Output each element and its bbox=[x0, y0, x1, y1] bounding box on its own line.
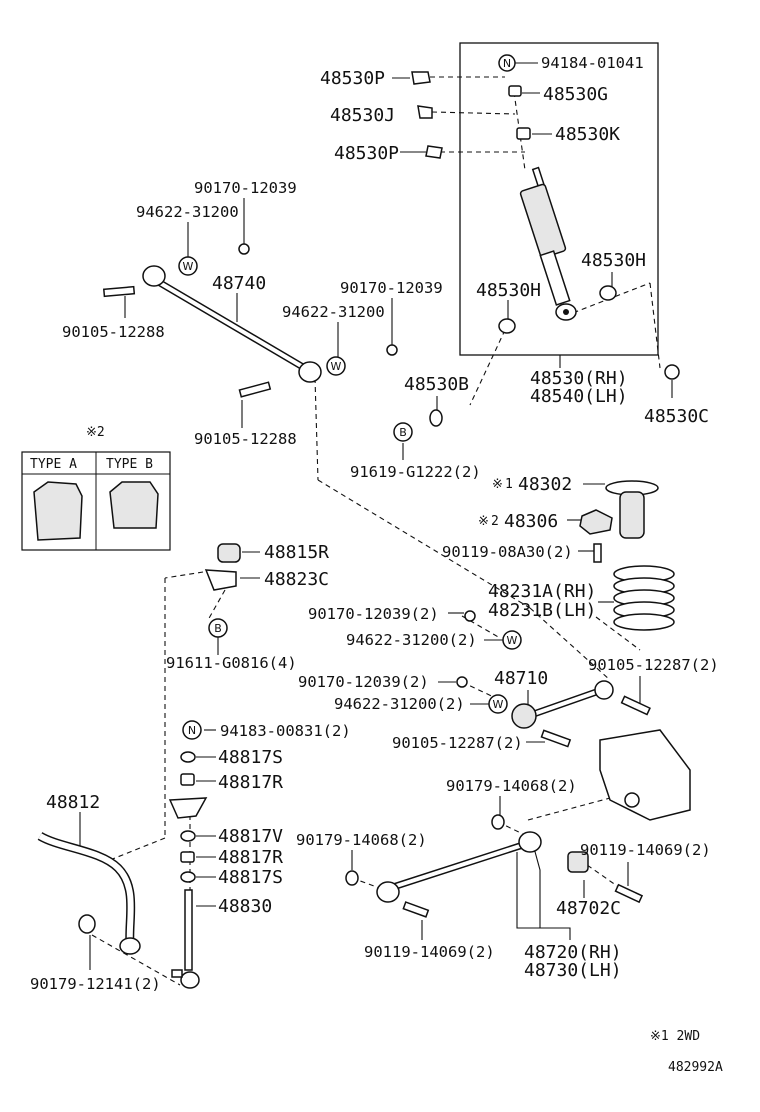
callout-48530-rh: 48530(RH) bbox=[530, 368, 628, 389]
callout-94622-31200: 94622-31200(2) bbox=[334, 695, 465, 713]
callout-94184-01041: 94184-01041 bbox=[541, 54, 644, 72]
coil-spring bbox=[613, 565, 675, 631]
note-mark: ※ bbox=[478, 514, 489, 529]
note-number: 1 bbox=[505, 477, 513, 492]
type-b-bumper-icon bbox=[109, 481, 159, 529]
callout-48302: ※ 1 48302 bbox=[492, 474, 572, 495]
stabilizer-bar-48812 bbox=[37, 832, 183, 978]
callout-48530G: 48530G bbox=[543, 84, 608, 105]
callout-90105-12288: 90105-12288 bbox=[194, 430, 297, 448]
shock-absorber bbox=[519, 166, 577, 321]
callout-48530P: 48530P bbox=[334, 143, 399, 164]
callout-91611-G0816: 91611-G0816(4) bbox=[166, 654, 297, 672]
circle-B-marker: B bbox=[214, 622, 222, 635]
callout-48530B: 48530B bbox=[404, 374, 469, 395]
note-mark: ※ bbox=[492, 477, 503, 492]
shock-top-parts bbox=[393, 54, 680, 442]
callout-48540-lh: 48540(LH) bbox=[530, 386, 628, 407]
circle-N-marker: N bbox=[503, 57, 511, 70]
callout-90170-12039: 90170-12039 bbox=[194, 179, 297, 197]
circle-N-marker: N bbox=[188, 724, 196, 737]
callout-48306-text: 48306 bbox=[504, 511, 558, 532]
callout-48530H: 48530H bbox=[476, 280, 541, 301]
circle-markers: N W W B B W W N bbox=[183, 57, 518, 737]
type-a-bumper-icon bbox=[33, 481, 83, 541]
type-b-label: TYPE B bbox=[106, 457, 153, 472]
callout-91619-G1222: 91619-G1222(2) bbox=[350, 463, 481, 481]
axle-housing bbox=[599, 729, 691, 821]
footer-note: ※1 2WD bbox=[650, 1029, 700, 1044]
callout-48812: 48812 bbox=[46, 792, 100, 813]
circle-B-marker: B bbox=[399, 426, 407, 439]
callout-90179-14068: 90179-14068(2) bbox=[446, 777, 577, 795]
callout-48815R: 48815R bbox=[264, 542, 329, 563]
callout-90119-14069: 90119-14069(2) bbox=[364, 943, 495, 961]
circle-W-marker: W bbox=[507, 634, 518, 647]
callout-48740: 48740 bbox=[212, 273, 266, 294]
callout-48830: 48830 bbox=[218, 896, 272, 917]
callout-48817S: 48817S bbox=[218, 747, 283, 768]
callout-90105-12287: 90105-12287(2) bbox=[392, 734, 523, 752]
callout-90105-12287: 90105-12287(2) bbox=[588, 656, 719, 674]
callout-94622-31200: 94622-31200 bbox=[282, 303, 385, 321]
callout-90119-08A30: 90119-08A30(2) bbox=[442, 543, 573, 561]
callout-90179-12141: 90179-12141(2) bbox=[30, 975, 161, 993]
stabilizer-bushing bbox=[204, 543, 241, 638]
callout-90179-14068: 90179-14068(2) bbox=[296, 831, 427, 849]
leader-lines bbox=[79, 62, 673, 970]
callout-48720-rh: 48720(RH) bbox=[524, 942, 622, 963]
illustration-code: 482992A bbox=[668, 1060, 723, 1075]
callout-48710: 48710 bbox=[494, 668, 548, 689]
callout-48730-lh: 48730(LH) bbox=[524, 960, 622, 981]
stabilizer-link-parts bbox=[168, 720, 208, 989]
callout-48302-text: 48302 bbox=[518, 474, 572, 495]
type-a-label: TYPE A bbox=[30, 457, 77, 472]
callout-48530J: 48530J bbox=[330, 105, 395, 126]
callout-48530P: 48530P bbox=[320, 68, 385, 89]
callout-labels: 94184-01041 48530P 48530G 48530J 48530K … bbox=[30, 54, 719, 993]
callout-94622-31200: 94622-31200(2) bbox=[346, 631, 477, 649]
callout-48817S: 48817S bbox=[218, 867, 283, 888]
callout-48530H: 48530H bbox=[581, 250, 646, 271]
circle-W-marker: W bbox=[493, 698, 504, 711]
callout-90170-12039: 90170-12039(2) bbox=[308, 605, 439, 623]
callout-48702C: 48702C bbox=[556, 898, 621, 919]
footer: ※1 2WD 482992A bbox=[650, 1029, 723, 1075]
callout-48817R: 48817R bbox=[218, 847, 283, 868]
callout-48817R: 48817R bbox=[218, 772, 283, 793]
callout-48823C: 48823C bbox=[264, 569, 329, 590]
shock-absorber-frame bbox=[459, 42, 659, 356]
upper-control-arm-48710 bbox=[456, 610, 651, 748]
callout-48530K: 48530K bbox=[555, 124, 620, 145]
bump-stopper bbox=[579, 480, 659, 563]
callout-90170-12039: 90170-12039(2) bbox=[298, 673, 429, 691]
callout-48817V: 48817V bbox=[218, 826, 283, 847]
callout-48306: ※ 2 48306 bbox=[478, 511, 558, 532]
callout-48231B-lh: 48231B(LH) bbox=[488, 600, 596, 621]
callout-94622-31200: 94622-31200 bbox=[136, 203, 239, 221]
callout-90119-14069: 90119-14069(2) bbox=[580, 841, 711, 859]
callout-90170-12039: 90170-12039 bbox=[340, 279, 443, 297]
callout-48530C: 48530C bbox=[644, 406, 709, 427]
circle-W-marker: W bbox=[331, 360, 342, 373]
circle-W-marker: W bbox=[183, 260, 194, 273]
type-box-note-mark: ※2 bbox=[86, 425, 105, 440]
callout-90105-12288: 90105-12288 bbox=[62, 323, 165, 341]
note-number: 2 bbox=[491, 514, 499, 529]
callout-94183-00831: 94183-00831(2) bbox=[220, 722, 351, 740]
lower-control-arm-48720 bbox=[345, 814, 644, 918]
callout-48231A-rh: 48231A(RH) bbox=[488, 581, 596, 602]
type-box: ※2 TYPE A TYPE B bbox=[21, 425, 171, 551]
lateral-rod-48740 bbox=[102, 243, 398, 398]
